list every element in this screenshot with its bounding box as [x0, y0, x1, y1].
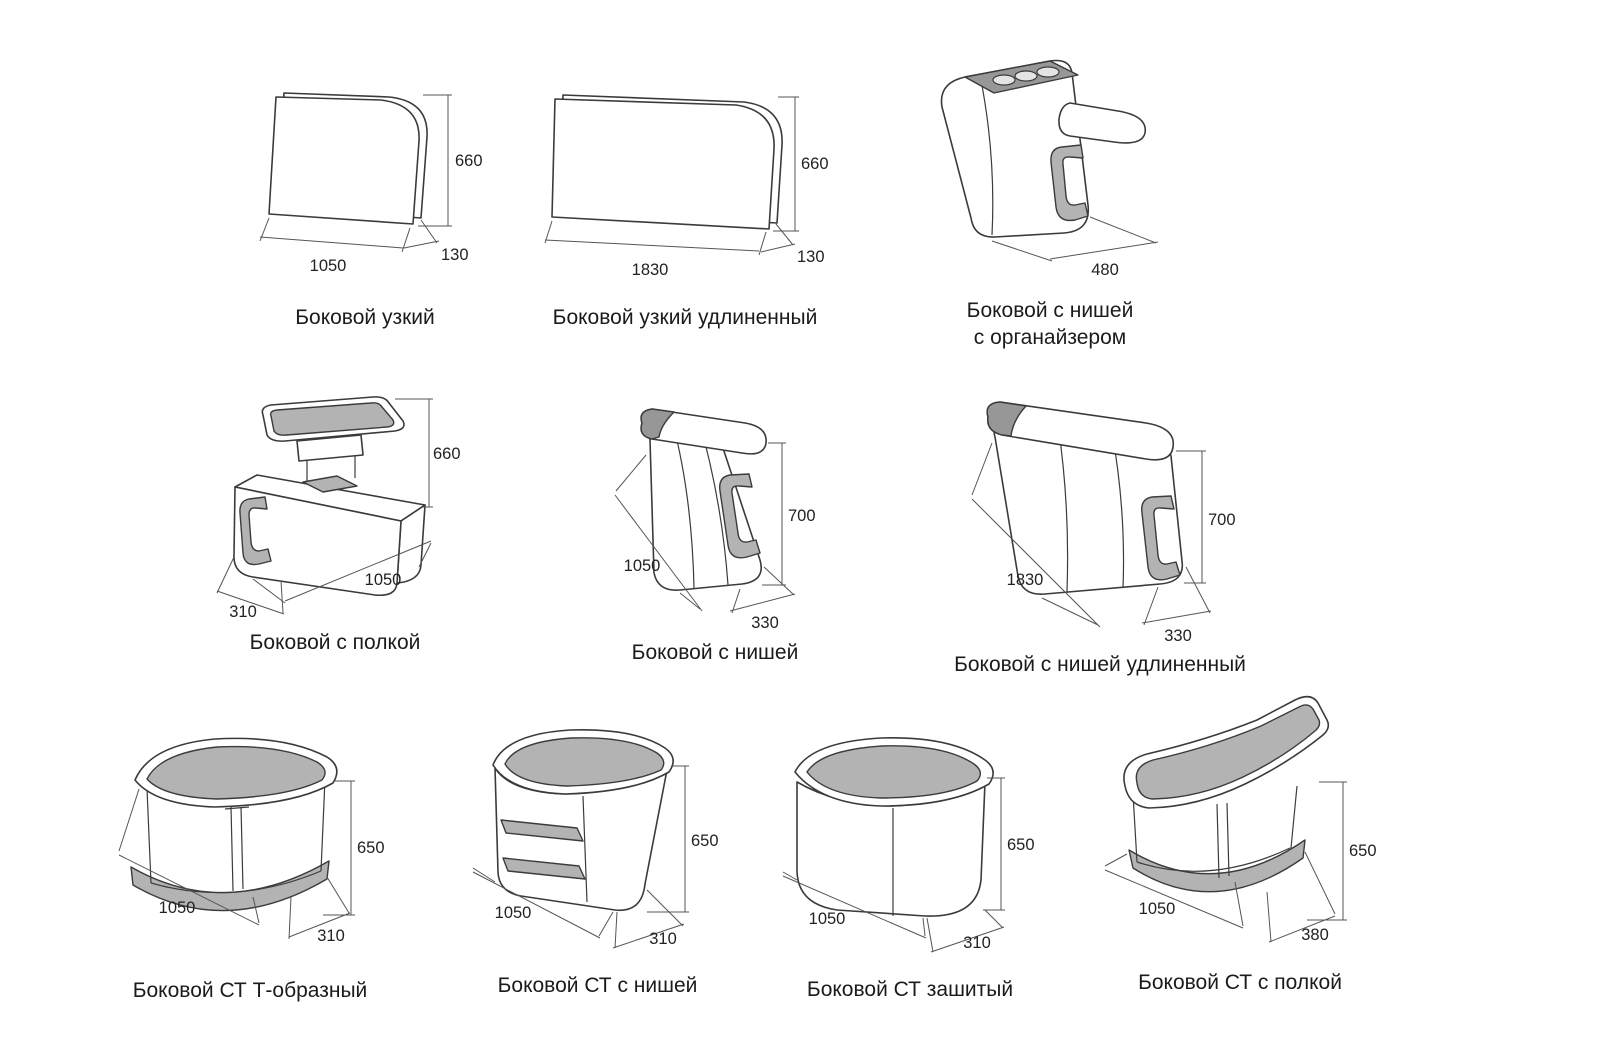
dimension-lines: 1830 700 330	[971, 442, 1236, 645]
dim-label-height: 650	[357, 839, 385, 857]
figure-caption: Боковой с полкой	[249, 631, 421, 654]
figure-caption: Боковой узкий удлиненный	[552, 306, 818, 329]
figure-caption: Боковой узкий	[295, 306, 435, 329]
figure-caption: Боковой СТ Т-образный	[132, 979, 368, 1002]
niche-shape	[1141, 495, 1181, 581]
figure-bokovoy-s-nishey-s-organayzerom: 480 Боковой с нишей с органайзером	[920, 45, 1180, 352]
frame-shape	[1132, 785, 1298, 879]
figure-bokovoy-s-polkoy: 660 1050 310 Боковой с полкой	[205, 385, 465, 656]
drawing-s-nishey: 1050 700 330	[614, 408, 816, 632]
figure-bokovoy-st-s-nishey: 650 1050 310 Боковой СТ с нишей	[465, 720, 730, 999]
niche-shape	[719, 473, 761, 559]
body-shape	[940, 59, 1090, 238]
niche-shape	[1050, 144, 1089, 222]
figure-caption: Боковой СТ с полкой	[1138, 971, 1342, 994]
dimension-lines: 660 1830 130	[544, 96, 829, 279]
dimension-lines: 650 1050 380	[1104, 781, 1377, 944]
drawing-st-zashityy: 650 1050 310	[782, 737, 1035, 953]
dim-label-width: 1830	[632, 261, 669, 279]
dim-label-depth: 480	[1091, 261, 1119, 279]
dim-label-width: 1050	[310, 257, 347, 275]
dim-label-depth: 330	[1164, 627, 1192, 645]
dim-label-depth: 310	[317, 927, 345, 945]
table-top	[492, 729, 674, 795]
dim-label-width: 1050	[624, 557, 661, 575]
organizer-top	[964, 60, 1079, 94]
table-top	[1123, 695, 1330, 809]
figure-caption: Боковой СТ зашитый	[806, 978, 1014, 1001]
figure-caption: Боковой с нишей с органайзером	[920, 297, 1180, 352]
drawing-bokovoy-uzkiy-udlinennyy: 660 1830 130	[544, 94, 829, 279]
drawing-st-s-nishey: 650 1050 310	[472, 729, 719, 949]
drawing-organayzer: 480	[940, 59, 1159, 279]
dim-label-width: 1050	[1139, 900, 1176, 918]
dim-label-width: 1050	[809, 910, 846, 928]
dim-label-depth: 330	[751, 614, 779, 632]
bottom-shelf	[130, 860, 330, 912]
dim-label-depth: 310	[229, 603, 257, 621]
dim-label-width: 1830	[1007, 571, 1044, 589]
panel-shape	[551, 94, 783, 230]
dim-label-depth: 310	[649, 930, 677, 948]
table-top	[134, 737, 338, 808]
dimension-lines: 1050 700 330	[614, 442, 816, 632]
figure-bokovoy-uzkiy: 660 1050 130 Боковой узкий	[240, 85, 490, 331]
dim-label-width: 1050	[365, 571, 402, 589]
table-top	[794, 737, 994, 807]
dim-label-height: 660	[433, 445, 461, 463]
figure-caption: Боковой с нишей удлиненный	[954, 653, 1246, 676]
drawing-st-s-polkoy: 650 1050 380	[1104, 695, 1377, 944]
dimension-lines: 650 1050 310	[118, 780, 385, 945]
dimension-lines: 650 1050 310	[782, 777, 1035, 953]
figure-bokovoy-st-zashityy: 650 1050 310 Боковой СТ зашитый	[775, 730, 1045, 1003]
dim-label-height: 700	[788, 507, 816, 525]
dimension-lines: 650 1050 310	[472, 765, 719, 949]
dim-label-height: 660	[801, 155, 829, 173]
armrest-pad	[986, 401, 1175, 461]
figure-bokovoy-s-nishey: 1050 700 330 Боковой с нишей	[600, 385, 830, 666]
figure-bokovoy-st-t-obraznyy: 650 1050 310 Боковой СТ Т-образный	[105, 725, 395, 1004]
figure-caption: Боковой СТ с нишей	[497, 974, 698, 997]
dim-label-depth: 380	[1301, 926, 1329, 944]
caption-line-1: Боковой с нишей	[966, 299, 1134, 322]
body-shape	[233, 474, 426, 597]
figure-bokovoy-uzkiy-udlinennyy: 660 1830 130 Боковой узкий удлиненный	[535, 85, 835, 331]
niche-shape	[239, 496, 272, 566]
bottom-shelf	[1128, 839, 1306, 893]
dim-label-depth: 130	[797, 248, 825, 266]
dim-label-height: 650	[1349, 842, 1377, 860]
dim-label-height: 650	[1007, 836, 1035, 854]
dim-label-depth: 310	[963, 934, 991, 952]
dim-label-height: 650	[691, 832, 719, 850]
body-shape	[494, 767, 668, 912]
dim-label-width: 1050	[159, 899, 196, 917]
dim-label-height: 660	[455, 152, 483, 170]
dimension-lines: 660 1050 310	[216, 398, 461, 621]
frame-shape	[146, 778, 326, 894]
dim-label-depth: 130	[441, 246, 469, 264]
figure-bokovoy-s-nishey-udlinennyy: 1830 700 330 Боковой с нишей удлиненный	[950, 375, 1250, 678]
panel-shape	[268, 92, 428, 225]
dimension-lines: 480	[991, 216, 1159, 279]
dim-label-width: 1050	[495, 904, 532, 922]
dimension-lines: 660 1050 130	[259, 94, 483, 275]
figure-caption: Боковой с нишей	[631, 641, 799, 664]
armrest-pad	[640, 408, 767, 455]
armrest-pad	[1058, 102, 1147, 144]
shelf-top	[261, 396, 405, 482]
drawing-st-t-obraznyy: 650 1050 310	[118, 737, 385, 945]
figure-bokovoy-st-s-polkoy: 650 1050 380 Боковой СТ с полкой	[1085, 690, 1395, 996]
drawing-s-polkoy: 660 1050 310	[216, 396, 461, 621]
drawing-s-nishey-udlinennyy: 1830 700 330	[971, 401, 1236, 645]
drawing-bokovoy-uzkiy: 660 1050 130	[259, 92, 483, 275]
caption-line-2: с органайзером	[973, 326, 1127, 350]
dim-label-height: 700	[1208, 511, 1236, 529]
